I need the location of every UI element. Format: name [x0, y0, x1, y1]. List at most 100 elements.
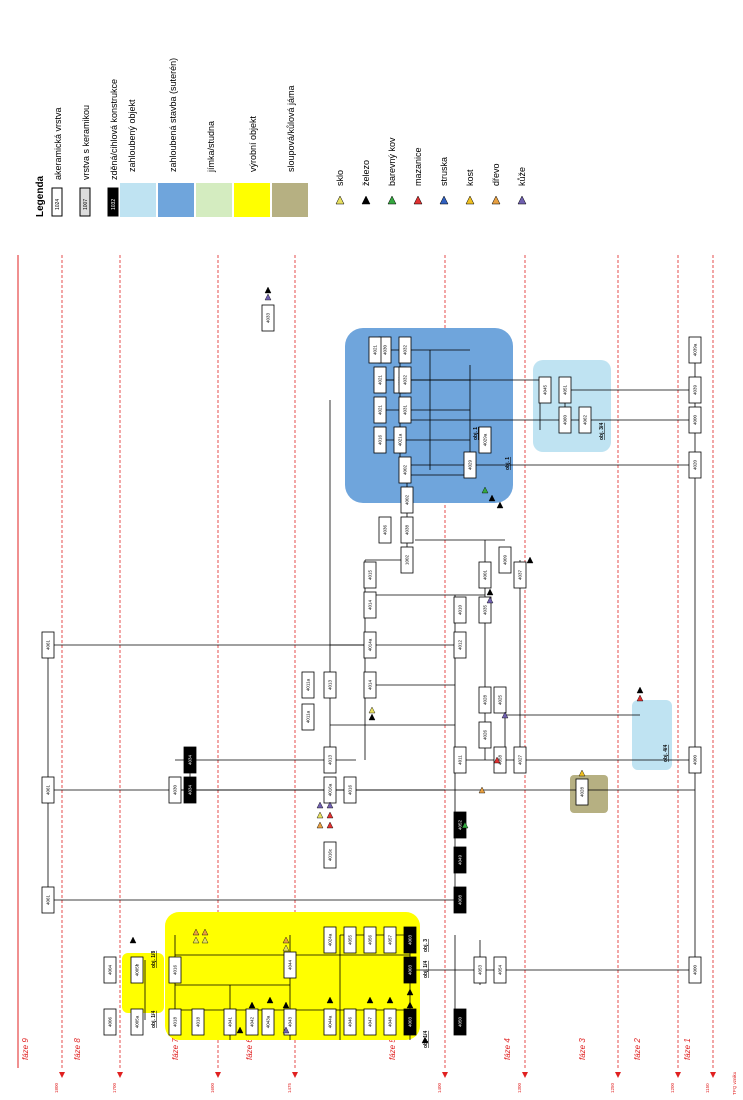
unit-label: 4010: [458, 604, 463, 615]
find-triangle-železo: [264, 286, 272, 294]
find-triangle-železo: [368, 713, 376, 721]
unit-label: 4016: [173, 964, 178, 975]
unit-box-4005b: 4005b: [130, 956, 144, 984]
find-triangle-dřevo: [316, 821, 324, 829]
unit-label: 4032: [403, 374, 408, 385]
unit-box-4000: 4000: [688, 746, 702, 774]
unit-label: 4029: [468, 459, 473, 470]
unit-box-1002: 1002: [400, 546, 414, 574]
unit-box-4051: 4051: [558, 376, 572, 404]
unit-box-4018: 4018: [191, 1008, 205, 1036]
unit-label: 4016: [348, 784, 353, 795]
year-markers: 1800 1700 1600 1475 1400 1300 1250 1200 …: [54, 1071, 737, 1095]
object-label: obj. 1: [505, 457, 511, 470]
legend-find-triangle: [439, 195, 449, 205]
unit-box-4021: 4021: [373, 396, 387, 424]
unit-box-4005a: 4005a: [130, 1008, 144, 1036]
legend-box-label: vrstva s keramikou: [81, 105, 91, 180]
unit-label: 4014a: [368, 638, 373, 651]
unit-box-4012: 4012: [453, 631, 467, 659]
unit-label: 4003: [408, 964, 413, 975]
unit-label: 4035: [483, 604, 488, 615]
unit-label: 4054: [498, 964, 503, 975]
find-triangle-železo: [526, 556, 534, 564]
unit-box-4016: 4016: [373, 426, 387, 454]
unit-box-4036: 4036: [378, 516, 392, 544]
legend-box-code: 1007: [83, 199, 89, 210]
unit-label: 4061: [46, 639, 51, 650]
unit-label: 4036: [383, 524, 388, 535]
find-triangle-sklo: [192, 936, 200, 944]
unit-box-4034: 4034: [183, 776, 197, 804]
legend-find-triangle: [413, 195, 423, 205]
unit-box-4044a: 4044a: [323, 1008, 337, 1036]
find-markers: [129, 286, 644, 1044]
legend-find-label: barevný kov: [387, 137, 397, 186]
unit-box-4016c: 4016c: [323, 841, 337, 869]
unit-label: 4000: [693, 964, 698, 975]
unit-box-4020: 4020: [688, 451, 702, 479]
unit-box-4011: 4011: [453, 746, 467, 774]
unit-label: 4051: [563, 384, 568, 395]
unit-box-4003: 4003: [403, 956, 417, 984]
phase-label: fáze 2: [633, 1038, 642, 1060]
legend-color-label: zahloubená stavba (suterén): [168, 58, 178, 172]
unit-label: 4013: [328, 754, 333, 765]
find-triangle-železo: [236, 1026, 244, 1034]
unit-box-4030: 4030: [378, 336, 392, 364]
unit-label: 4058: [498, 754, 503, 765]
unit-label: 4039: [693, 384, 698, 395]
unit-label: 4030: [173, 784, 178, 795]
unit-box-4027: 4027: [513, 746, 527, 774]
object-label: obj. 3: [423, 939, 429, 952]
unit-label: 4011a: [306, 678, 311, 691]
find-triangle-železo: [636, 686, 644, 694]
find-triangle-dřevo: [201, 928, 209, 936]
unit-label: 4020: [693, 459, 698, 470]
unit-label: 4034: [188, 784, 193, 795]
unit-box-4014: 4014: [363, 671, 377, 699]
unit-label: 4012: [458, 639, 463, 650]
unit-box-4031: 4031: [398, 396, 412, 424]
find-triangle-kůže: [326, 801, 334, 809]
unit-label: 4056: [368, 934, 373, 945]
year-label: 1600: [210, 1082, 215, 1093]
legend-swatch: [120, 183, 156, 217]
find-triangle-železo: [406, 1001, 414, 1009]
year-label: 1400: [437, 1082, 442, 1093]
unit-label: 4027: [518, 754, 523, 765]
find-triangle-železo: [488, 494, 496, 502]
legend-find-label: kost: [465, 169, 475, 186]
find-triangle-kůže: [501, 711, 509, 719]
phase-label: fáze 3: [578, 1038, 587, 1060]
legend-title: Legenda: [35, 175, 46, 217]
unit-box-4029a: 4029a: [478, 426, 492, 454]
find-triangle-barevný kov: [461, 821, 469, 829]
unit-box-4021: 4021: [368, 336, 382, 364]
unit-box-4032: 4032: [398, 366, 412, 394]
find-triangle-mazanice: [326, 821, 334, 829]
find-triangle-dřevo: [192, 928, 200, 936]
unit-label: 4003: [408, 1016, 413, 1027]
unit-label: 4018: [173, 1016, 178, 1027]
legend-find-label: železo: [361, 160, 371, 186]
unit-label: 4025: [498, 694, 503, 705]
object-label: obj. 3/4: [599, 423, 605, 440]
find-triangle-kůže: [486, 596, 494, 604]
find-triangle-kůže: [264, 293, 272, 301]
unit-box-4016: 4016: [168, 956, 182, 984]
unit-box-4029: 4029: [463, 451, 477, 479]
unit-box-4034: 4034: [183, 746, 197, 774]
unit-box-4039a: 4039a: [688, 336, 702, 364]
unit-label: 4032: [403, 344, 408, 355]
object-label: obj. 1: [473, 427, 479, 440]
unit-label: 4011a: [306, 710, 311, 723]
unit-label: 4043a: [266, 1015, 271, 1028]
sunken-object-region: [533, 360, 611, 452]
year-label: 1150: [705, 1083, 710, 1093]
unit-label: 4057: [388, 934, 393, 945]
unit-box-4002: 4002: [400, 486, 414, 514]
unit-box-4054: 4054: [493, 956, 507, 984]
sunken-object-region-2: [632, 700, 672, 770]
